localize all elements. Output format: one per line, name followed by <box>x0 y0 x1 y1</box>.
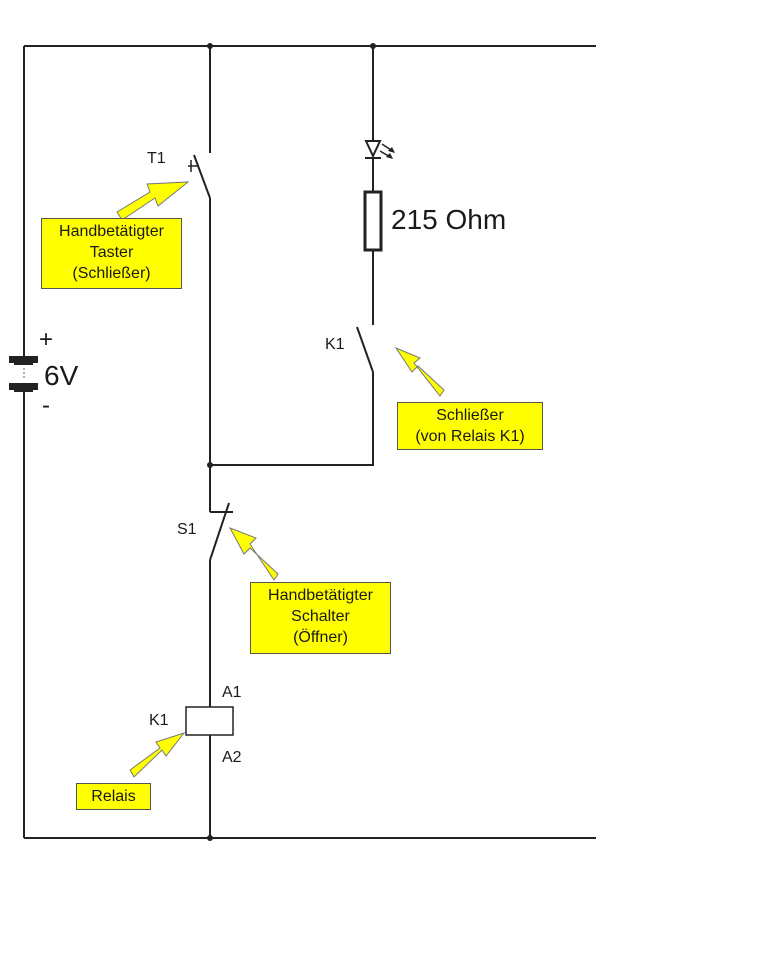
callout-relais: Relais <box>76 783 151 810</box>
callout-line: Handbetätigter <box>268 587 373 604</box>
t1-label: T1 <box>147 150 166 167</box>
k1-contact-label: K1 <box>325 336 345 353</box>
s1-switch <box>209 502 233 561</box>
a1-label: A1 <box>222 684 242 701</box>
arrow-relais <box>129 732 186 778</box>
arrow-schalter <box>228 527 279 581</box>
callout-line: Schließer <box>436 407 504 424</box>
minus-label: - <box>42 392 50 419</box>
callout-line: Taster <box>89 244 134 261</box>
resistor <box>363 190 383 252</box>
battery-plate-negative <box>9 383 38 390</box>
k1-contact-blade <box>356 326 374 373</box>
relay-coil <box>185 706 234 736</box>
battery-plate-positive <box>9 356 38 363</box>
arrow-schliesser <box>394 346 445 397</box>
callout-schliesser: Schließer (von Relais K1) <box>397 402 543 450</box>
a2-label: A2 <box>222 749 242 766</box>
voltage-label: 6V <box>44 360 79 391</box>
callout-line: Handbetätigter <box>59 223 164 240</box>
right-wire <box>210 46 374 466</box>
resistor-label: 215 Ohm <box>391 204 507 235</box>
callout-line: Schalter <box>291 608 350 625</box>
plus-label: + <box>39 326 54 353</box>
callout-line: (von Relais K1) <box>415 428 525 445</box>
junction-dots <box>207 43 376 841</box>
callout-taster: Handbetätigter Taster (Schließer) <box>41 218 182 289</box>
s1-label: S1 <box>177 521 197 538</box>
arrow-taster <box>116 181 190 221</box>
led-icon <box>364 140 382 159</box>
callout-line: (Öffner) <box>293 629 348 646</box>
callout-schalter: Handbetätigter Schalter (Öffner) <box>250 582 391 654</box>
k1-coil-label: K1 <box>149 712 169 729</box>
callout-line: (Schließer) <box>72 265 151 282</box>
t1-push-icon <box>188 160 199 172</box>
callout-line: Relais <box>91 788 136 805</box>
t1-switch-blade <box>193 154 211 199</box>
